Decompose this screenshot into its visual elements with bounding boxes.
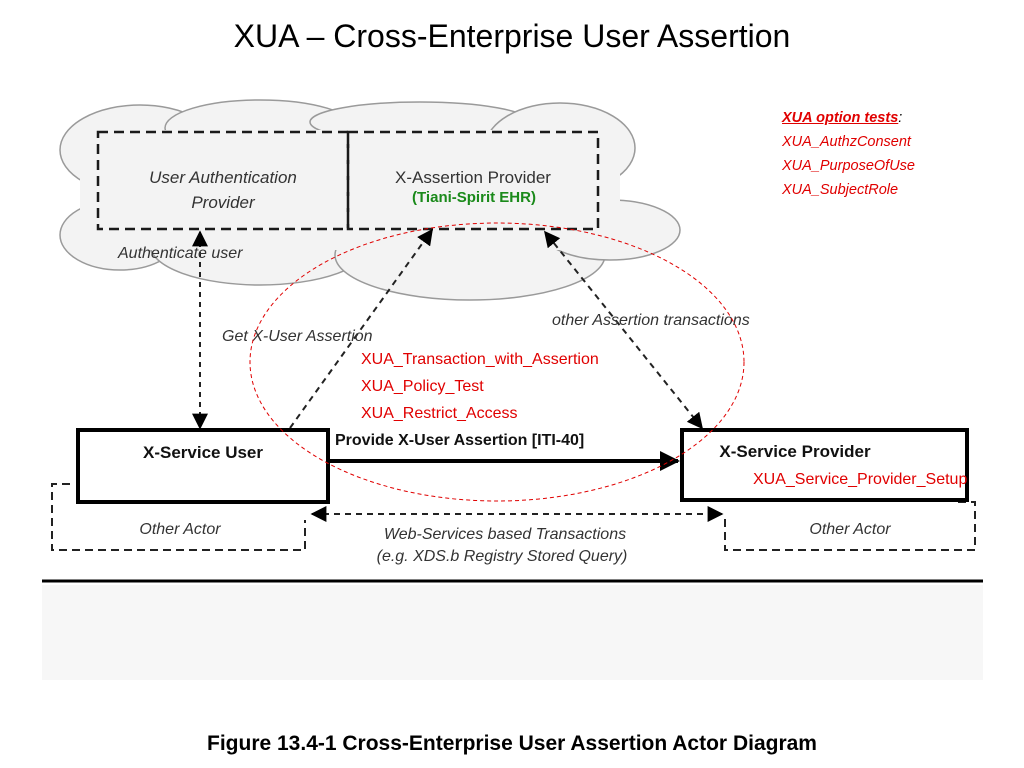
test-restrict-access: XUA_Restrict_Access [361,405,518,422]
option-test-item: XUA_PurposeOfUse [782,158,915,174]
test-transaction-with-assertion: XUA_Transaction_with_Assertion [361,351,599,368]
figure-background [42,585,983,680]
get-assertion-label: Get X-User Assertion [222,328,373,345]
other-actor-right-label: Other Actor [809,521,891,538]
other-actor-right-box [724,501,976,551]
option-test-item: XUA_AuthzConsent [782,134,911,150]
other-transactions-label: other Assertion transactions [552,312,750,329]
test-policy: XUA_Policy_Test [361,378,484,395]
web-services-label-2: (e.g. XDS.b Registry Stored Query) [377,548,628,565]
option-tests-panel: XUA option tests: XUA_AuthzConsent XUA_P… [782,106,915,202]
test-scope-ellipse [249,222,745,502]
other-transactions-arrow [543,230,704,430]
assertion-provider-label: X-Assertion Provider [395,168,551,187]
tiani-spirit-label: (Tiani-Spirit EHR) [412,189,536,206]
web-services-label-1: Web-Services based Transactions [384,526,626,543]
service-user-label: X-Service User [143,443,263,462]
user-auth-provider-label-1: User Authentication [149,168,297,187]
user-auth-provider-box [96,130,350,231]
service-provider-label: X-Service Provider [719,442,871,461]
user-auth-provider-label-2: Provider [191,193,256,212]
other-actor-left-box [51,483,306,551]
authenticate-label: Authenticate user [117,245,243,262]
figure-caption: Figure 13.4-1 Cross-Enterprise User Asse… [207,732,817,755]
option-tests-colon: : [898,110,903,126]
service-user-box [76,428,330,504]
other-actor-left-label: Other Actor [139,521,221,538]
option-test-item: XUA_SubjectRole [782,182,899,198]
test-service-provider-setup: XUA_Service_Provider_Setup [753,471,967,488]
service-provider-box [680,428,969,502]
provide-assertion-label: Provide X-User Assertion [ITI-40] [335,432,584,449]
slide-title: XUA – Cross-Enterprise User Assertion [233,18,791,54]
get-assertion-arrow [289,228,433,429]
option-tests-header: XUA option tests [782,110,899,126]
assertion-provider-box [346,130,600,231]
